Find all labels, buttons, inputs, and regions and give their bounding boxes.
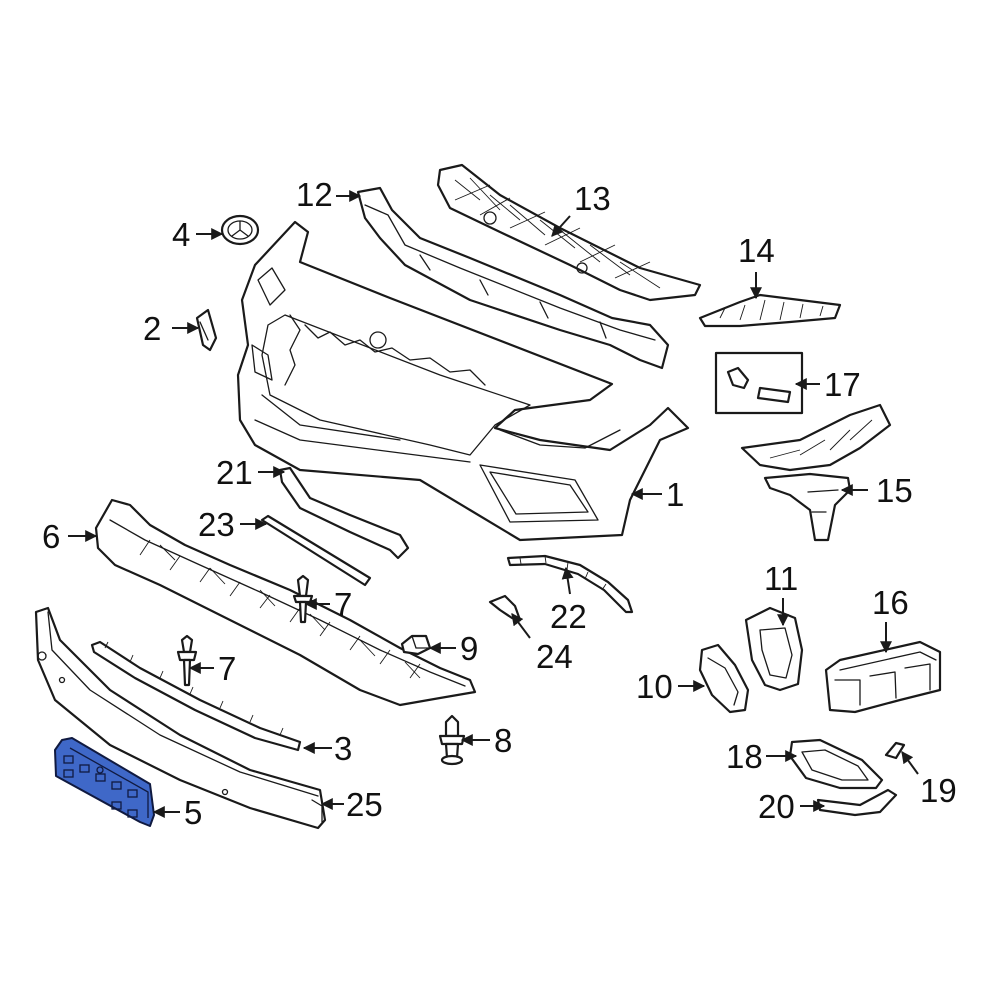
- part-17-clip-kit[interactable]: [714, 351, 804, 415]
- part-19-small-clip[interactable]: [884, 741, 906, 760]
- callout-14: 14: [738, 232, 775, 269]
- callout-6: 6: [42, 518, 60, 555]
- part-21-trim-strip[interactable]: [278, 466, 410, 560]
- leader-24: [511, 613, 531, 639]
- part-16-mounting-bracket[interactable]: [824, 640, 942, 714]
- callout-4: 4: [172, 216, 190, 253]
- part-10-bracket[interactable]: [698, 643, 750, 714]
- callout-1: 1: [666, 476, 684, 513]
- part-25-reinforcement[interactable]: [34, 606, 327, 830]
- part-5-license-plate-bracket[interactable]: [54, 737, 155, 827]
- callout-18: 18: [726, 738, 763, 775]
- part-4-emblem[interactable]: [220, 214, 260, 246]
- callout-12: 12: [296, 176, 333, 213]
- part-14-side-bracket[interactable]: [698, 293, 842, 328]
- leader-lines: [68, 190, 919, 818]
- callout-23: 23: [198, 506, 235, 543]
- leader-22: [561, 566, 574, 595]
- callout-19: 19: [920, 772, 957, 809]
- part-18-lamp-cover[interactable]: [788, 738, 884, 790]
- callout-22: 22: [550, 598, 587, 635]
- part-6-lower-deflector[interactable]: [94, 498, 477, 707]
- callout-labels: 1 2 3 4 5 6 7 7 8 9 10 11 12 13 14 15 16…: [42, 176, 957, 831]
- callout-20: 20: [758, 788, 795, 825]
- callout-15: 15: [876, 472, 913, 509]
- callout-21: 21: [216, 454, 253, 491]
- part-9-clip[interactable]: [400, 634, 432, 656]
- callout-11: 11: [764, 560, 798, 597]
- part-11-bracket-housing[interactable]: [744, 606, 804, 692]
- callout-17: 17: [824, 366, 861, 403]
- callout-16: 16: [872, 584, 909, 621]
- part-3-clip-strip[interactable]: [90, 640, 302, 752]
- part-13-support-lattice[interactable]: [436, 163, 702, 302]
- part-20-trim-moulding[interactable]: [816, 788, 898, 817]
- callout-5: 5: [184, 794, 202, 831]
- part-2-bracket[interactable]: [195, 308, 218, 352]
- callout-10: 10: [636, 668, 673, 705]
- callout-24: 24: [536, 638, 573, 675]
- callout-8: 8: [494, 722, 512, 759]
- callout-7-upper: 7: [334, 586, 352, 623]
- callout-7-lower: 7: [218, 650, 236, 687]
- part-8-fastener[interactable]: [438, 714, 466, 766]
- part-24-small-bracket[interactable]: [488, 594, 522, 622]
- part-1-bumper-cover[interactable]: [236, 220, 690, 542]
- callout-2: 2: [143, 310, 161, 347]
- part-7-push-rivet-lower[interactable]: [176, 634, 198, 687]
- leader-13: [551, 215, 571, 237]
- callout-13: 13: [574, 180, 611, 217]
- part-12-upper-air-guide[interactable]: [356, 186, 670, 370]
- callout-3: 3: [334, 730, 352, 767]
- leader-19: [901, 751, 919, 775]
- part-23-seal-strip[interactable]: [260, 514, 372, 587]
- callout-9: 9: [460, 630, 478, 667]
- callout-25: 25: [346, 786, 383, 823]
- part-15-side-brackets[interactable]: [740, 403, 892, 542]
- part-7-push-rivet-upper[interactable]: [292, 574, 314, 624]
